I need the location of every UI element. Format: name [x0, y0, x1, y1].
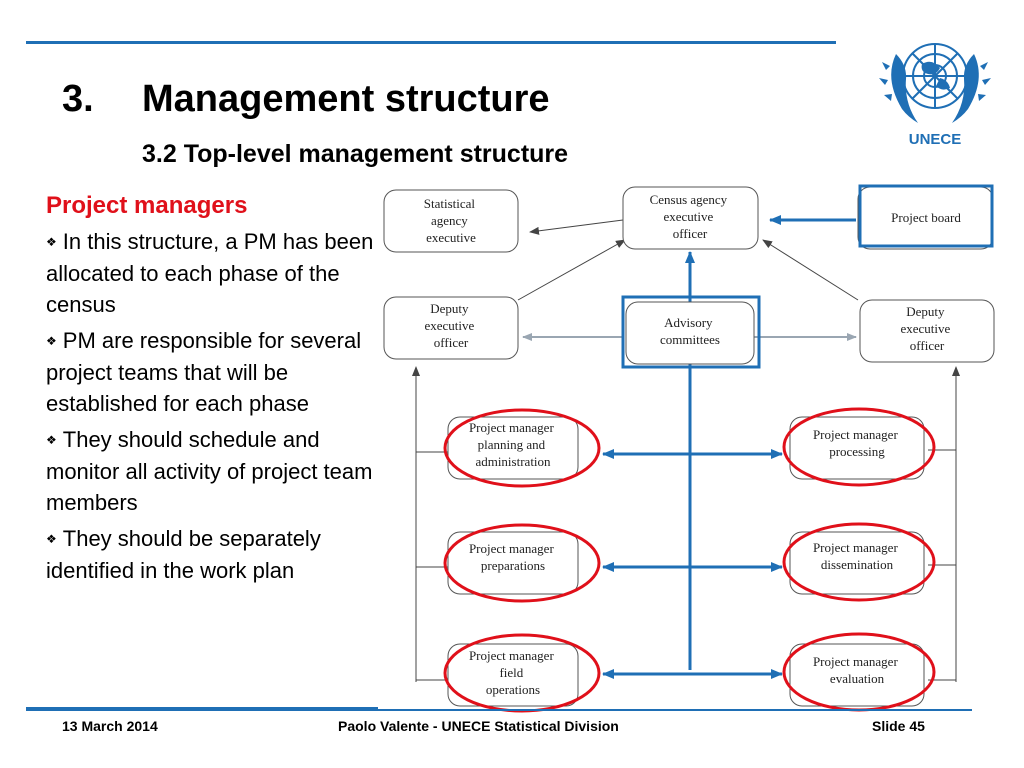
- title-number: 3.: [62, 78, 94, 120]
- diamond-bullet-icon: ❖: [46, 235, 57, 249]
- highlight-ellipse: [443, 408, 601, 488]
- diamond-bullet-icon: ❖: [46, 334, 57, 348]
- node-project-board: Project board: [891, 210, 961, 225]
- logo-text: UNECE: [908, 131, 962, 148]
- footer-slide-number: Slide 45: [872, 718, 925, 734]
- bullet-item: ❖PM are responsible for several project …: [46, 325, 382, 419]
- node-census-agency-executive-officer: Census agency executive officer: [650, 192, 731, 241]
- node-pm-preparations: Project manager preparations: [469, 541, 557, 573]
- page-title: Management structure: [142, 78, 550, 120]
- page-subtitle: 3.2 Top-level management structure: [142, 140, 569, 168]
- bullet-item: ❖In this structure, a PM has been alloca…: [46, 226, 382, 320]
- top-rule: [26, 41, 836, 44]
- bullet-text: They should schedule and monitor all act…: [46, 427, 373, 515]
- footer-rule: [26, 709, 972, 711]
- un-emblem-logo: [879, 43, 991, 123]
- node-deputy-executive-officer-right: Deputy executive officer: [900, 304, 953, 353]
- node-advisory-committees: Advisory committees: [660, 315, 720, 347]
- node-pm-processing: Project manager processing: [813, 427, 901, 459]
- node-statistical-agency-executive: Statistical agency executive: [424, 196, 479, 245]
- footer-rule-accent: [26, 707, 378, 710]
- highlight-ellipse: [782, 407, 936, 487]
- node-deputy-executive-officer-left: Deputy executive officer: [424, 301, 477, 350]
- highlight-ellipse: [443, 523, 601, 603]
- bullet-text: In this structure, a PM has been allocat…: [46, 229, 374, 317]
- diamond-bullet-icon: ❖: [46, 433, 57, 447]
- highlight-ellipse: [443, 633, 601, 713]
- node-pm-evaluation: Project manager evaluation: [813, 654, 901, 686]
- footer-date: 13 March 2014: [62, 718, 158, 734]
- diamond-bullet-icon: ❖: [46, 532, 57, 546]
- node-pm-dissemination: Project manager dissemination: [813, 540, 901, 572]
- node-pm-field-operations: Project manager field operations: [469, 648, 557, 697]
- bullet-text: PM are responsible for several project t…: [46, 328, 362, 416]
- footer-author: Paolo Valente - UNECE Statistical Divisi…: [338, 718, 619, 734]
- bullet-text: They should be separately identified in …: [46, 526, 321, 583]
- left-column: Project managers ❖In this structure, a P…: [46, 192, 382, 591]
- bullet-item: ❖They should schedule and monitor all ac…: [46, 424, 382, 518]
- section-heading: Project managers: [46, 192, 248, 219]
- bullet-item: ❖They should be separately identified in…: [46, 523, 382, 586]
- management-structure-diagram: Statistical agency executive Census agen…: [383, 184, 995, 713]
- node-pm-planning-administration: Project manager planning and administrat…: [469, 420, 557, 469]
- highlight-ellipse: [782, 522, 936, 602]
